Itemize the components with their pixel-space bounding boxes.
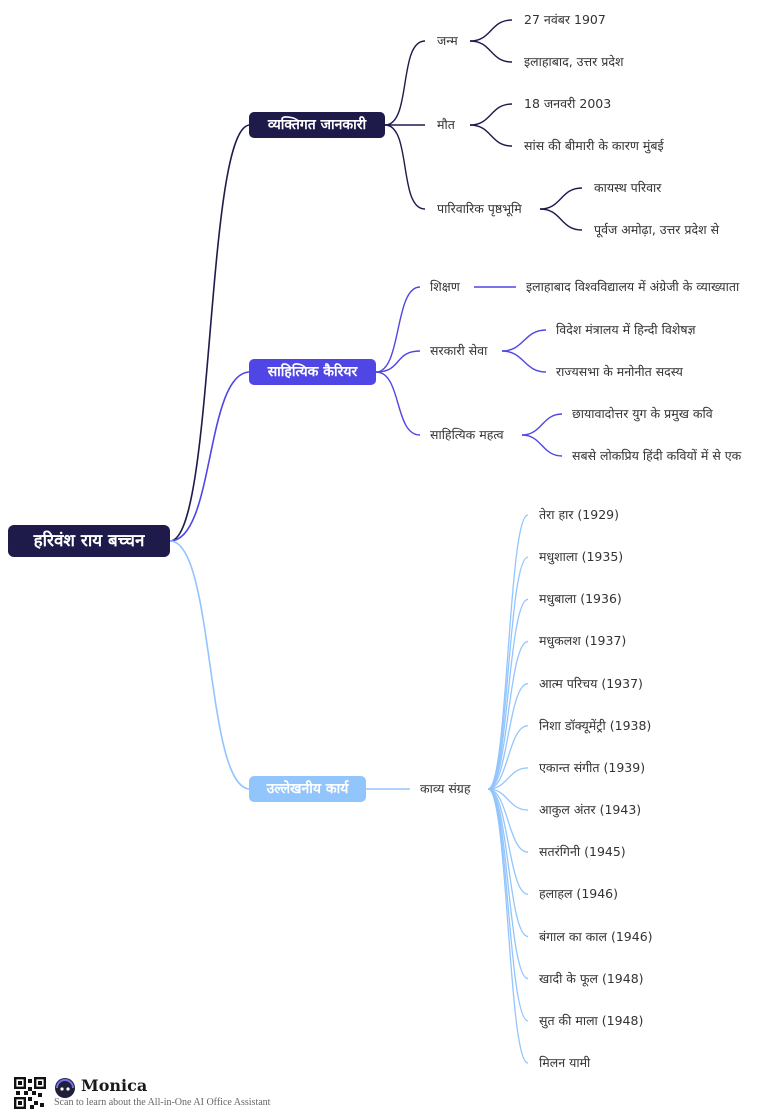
node-significance[interactable]: साहित्यिक महत्व	[430, 427, 504, 442]
poetry-item[interactable]: आत्म परिचय (1937)	[539, 675, 643, 691]
connectors-poetry-items	[487, 514, 529, 1064]
leaf-teaching-lecturer[interactable]: इलाहाबाद विश्वविद्यालय में अंग्रेजी के व…	[526, 279, 740, 294]
poetry-item[interactable]: मधुशाला (1935)	[539, 549, 624, 565]
poetry-item[interactable]: हलाहल (1946)	[539, 886, 619, 902]
leaf-govt-expert[interactable]: विदेश मंत्रालय में हिन्दी विशेषज्ञ	[556, 322, 696, 337]
monica-logo-icon	[55, 1078, 75, 1098]
poetry-item[interactable]: मधुकलश (1937)	[539, 633, 627, 649]
branch-personal-info[interactable]: व्यक्तिगत जानकारी	[249, 112, 385, 138]
branch-notable-works[interactable]: उल्लेखनीय कार्य	[249, 776, 366, 802]
leaf-family-caste[interactable]: कायस्थ परिवार	[594, 180, 662, 195]
leaf-death-cause[interactable]: सांस की बीमारी के कारण मुंबई	[524, 138, 664, 153]
brand-name: Monica	[81, 1076, 148, 1095]
poetry-item[interactable]: एकान्त संगीत (1939)	[539, 759, 646, 775]
connector-poetry-item	[487, 640, 529, 790]
poetry-item[interactable]: मधुबाला (1936)	[539, 591, 622, 607]
poetry-item[interactable]: सुत की माला (1948)	[539, 1012, 644, 1028]
connector-poetry-item	[487, 788, 529, 980]
leaf-govt-rajyasabha[interactable]: राज्यसभा के मनोनीत सदस्य	[556, 364, 683, 379]
connector-root-personal	[169, 124, 251, 542]
poetry-item[interactable]: बंगाल का काल (1946)	[539, 928, 653, 944]
poetry-item[interactable]: तेरा हार (1929)	[539, 507, 619, 522]
node-poetry-collections[interactable]: काव्य संग्रह	[420, 781, 471, 796]
connector-poetry-item	[487, 788, 529, 1022]
connectors-personal	[384, 19, 583, 231]
poetry-item[interactable]: आकुल अंतर (1943)	[539, 802, 642, 818]
poetry-item[interactable]: सतरंगिनी (1945)	[539, 844, 626, 860]
node-teaching[interactable]: शिक्षण	[430, 279, 460, 294]
connector-poetry-item	[487, 788, 529, 938]
connector-poetry-item	[487, 598, 529, 790]
leaf-birth-date[interactable]: 27 नवंबर 1907	[524, 12, 606, 27]
connector-root-works	[169, 540, 251, 790]
poetry-item[interactable]: निशा डॉक्यूमेंट्री (1938)	[539, 717, 652, 733]
connector-poetry-item	[487, 767, 529, 790]
connector-poetry-item	[487, 514, 529, 790]
connector-poetry-item	[487, 682, 529, 790]
connector-root-career	[169, 371, 251, 542]
node-govt-service[interactable]: सरकारी सेवा	[430, 343, 488, 358]
leaf-birth-place[interactable]: इलाहाबाद, उत्तर प्रदेश	[524, 54, 624, 69]
poetry-item[interactable]: मिलन यामी	[539, 1054, 591, 1070]
leaf-death-date[interactable]: 18 जनवरी 2003	[524, 96, 612, 111]
node-birth[interactable]: जन्म	[437, 33, 458, 48]
footer-branding[interactable]: Monica Scan to learn about the All-in-On…	[14, 1076, 314, 1109]
brand-tagline: Scan to learn about the All-in-One AI Of…	[54, 1097, 271, 1108]
connectors-career	[375, 286, 563, 457]
leaf-family-ancestors[interactable]: पूर्वज अमोढ़ा, उत्तर प्रदेश से	[594, 222, 720, 237]
qr-code-icon[interactable]	[14, 1077, 46, 1109]
poetry-item[interactable]: खादी के फूल (1948)	[539, 970, 644, 986]
root-node[interactable]: हरिवंश राय बच्चन	[8, 525, 170, 557]
node-death[interactable]: मौत	[437, 117, 455, 132]
connector-poetry-item	[487, 788, 529, 853]
branch-literary-career[interactable]: साहित्यिक कैरियर	[249, 359, 376, 385]
node-family[interactable]: पारिवारिक पृष्ठभूमि	[437, 201, 522, 216]
connector-poetry-item	[487, 725, 529, 790]
connector-poetry-item	[487, 556, 529, 790]
leaf-significance-poet[interactable]: छायावादोत्तर युग के प्रमुख कवि	[572, 406, 713, 421]
leaf-significance-popular[interactable]: सबसे लोकप्रिय हिंदी कवियों में से एक	[572, 448, 742, 463]
connector-poetry-item	[487, 788, 529, 1064]
